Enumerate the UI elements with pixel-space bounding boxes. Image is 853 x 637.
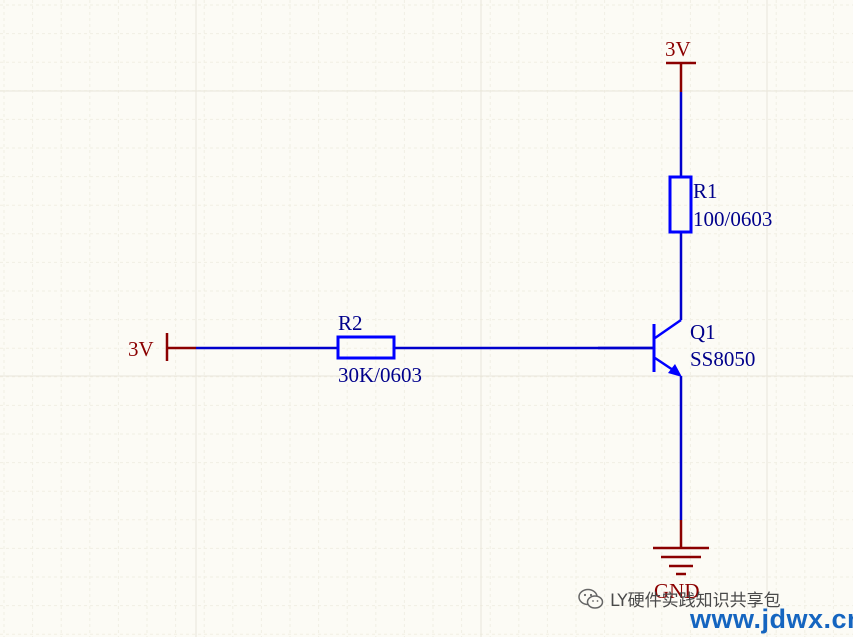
power-label-top: 3V xyxy=(665,37,691,61)
q1-value: SS8050 xyxy=(690,347,755,371)
ground-symbol: GND xyxy=(653,520,709,603)
resistor-r1[interactable]: R1 100/0603 xyxy=(668,175,772,234)
r1-designator: R1 xyxy=(693,179,718,203)
resistor-r2[interactable]: R2 30K/0603 xyxy=(336,311,422,387)
power-port-3v-left: 3V xyxy=(128,333,196,361)
transistor-q1[interactable]: Q1 SS8050 xyxy=(598,318,755,377)
ground-label: GND xyxy=(654,579,700,603)
watermark-text: LY硬件实践知识共享包 xyxy=(610,591,781,611)
watermark: LY硬件实践知识共享包 xyxy=(578,586,781,611)
resistor-r1-body xyxy=(668,175,693,234)
wechat-icon xyxy=(578,588,604,609)
resistor-r2-body xyxy=(336,335,396,360)
collector-lead xyxy=(654,318,682,340)
r2-designator: R2 xyxy=(338,311,363,335)
power-port-3v-top: 3V xyxy=(665,37,696,92)
power-label-left: 3V xyxy=(128,337,154,361)
emitter-arrow xyxy=(668,364,682,377)
r2-value: 30K/0603 xyxy=(338,363,422,387)
site-watermark: www.jdwx.cn xyxy=(690,604,853,634)
r1-value: 100/0603 xyxy=(693,207,772,231)
q1-designator: Q1 xyxy=(690,320,716,344)
